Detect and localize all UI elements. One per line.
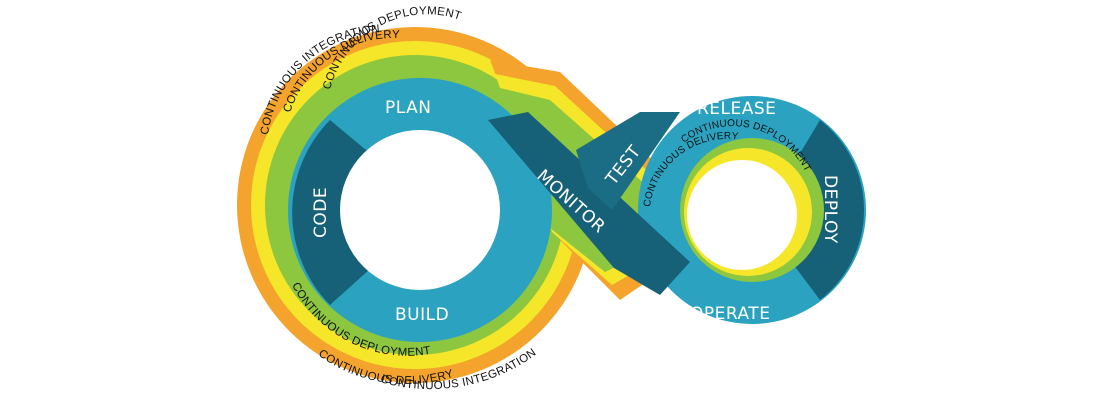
stage-deploy: DEPLOY <box>820 175 840 244</box>
stage-operate: OPERATE <box>690 304 770 324</box>
ring-right-hole <box>687 160 797 270</box>
stage-plan: PLAN <box>385 98 431 118</box>
ring-right-deploy-segment <box>790 120 865 300</box>
test-band <box>576 112 680 210</box>
left-ring <box>288 78 552 342</box>
right-ring <box>638 96 866 324</box>
stage-release: RELEASE <box>697 99 776 119</box>
stage-build: BUILD <box>395 305 449 325</box>
monitor-band <box>488 112 690 295</box>
stage-code: CODE <box>311 187 331 238</box>
ring-left-hole <box>340 130 500 290</box>
crossing-band <box>488 112 690 295</box>
